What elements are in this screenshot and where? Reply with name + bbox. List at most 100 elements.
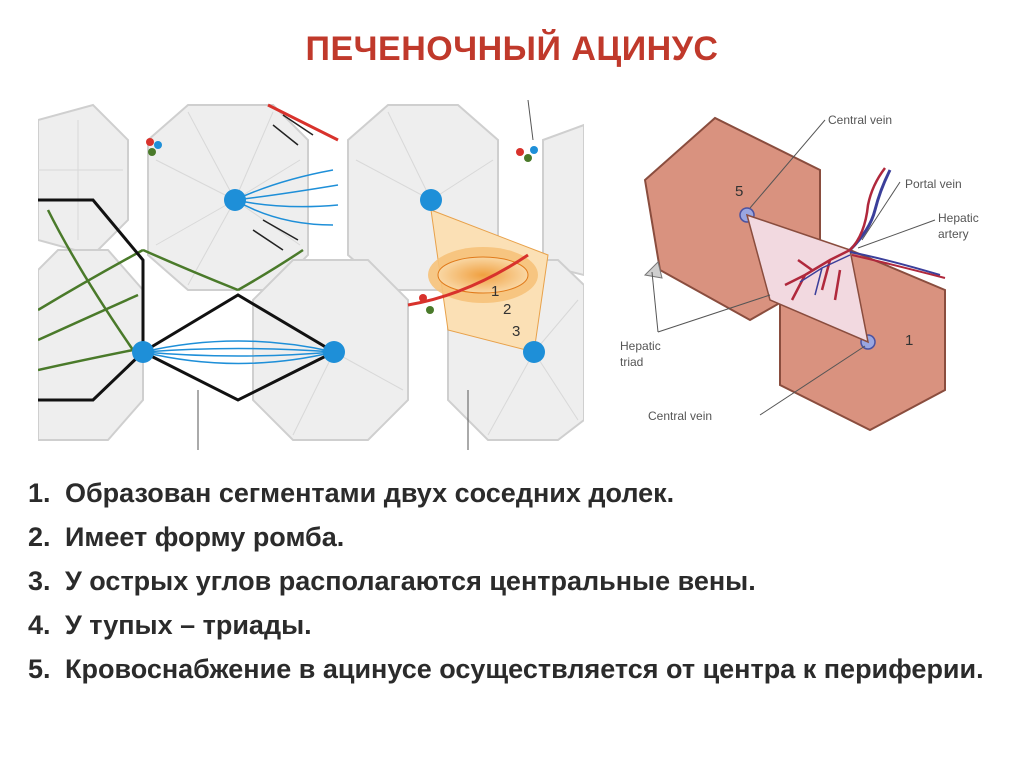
cord-line (155, 159, 236, 201)
vessel-tail (849, 251, 941, 276)
central-vein-dot (224, 189, 246, 211)
flow-arrow (262, 219, 299, 241)
hepatic-artery-path (849, 167, 886, 251)
leader-triad-1 (651, 271, 659, 333)
list-item: 4. У тупых – триады. (28, 610, 1018, 643)
central-vein-dot (132, 341, 154, 363)
cord-line (187, 111, 236, 201)
list-item-text: Кровоснабжение в ацинусе осуществляется … (65, 654, 984, 684)
triad-blue (530, 146, 538, 154)
list-item-text: У острых углов располагаются центральные… (65, 566, 756, 596)
list-item: 3. У острых углов располагаются централь… (28, 566, 1018, 599)
triad-red (146, 138, 154, 146)
lobule-hexagon (542, 123, 584, 277)
lobule-hexagon (38, 103, 129, 257)
sinusoid (142, 351, 335, 365)
bile-duct (38, 248, 144, 312)
leader-triad-2 (657, 294, 771, 333)
cord-line (333, 351, 404, 391)
label-portal-vein: Portal vein (905, 177, 962, 191)
cord-line (355, 159, 432, 201)
lobule-acinus-diagram: 1 2 3 (38, 100, 584, 450)
central-vein-dot (420, 189, 442, 211)
flow-arrows (252, 114, 314, 251)
label-hepatic-artery-1: Hepatic (938, 211, 979, 225)
acinus-vessels-blue (799, 254, 851, 296)
central-veins (132, 189, 545, 363)
triad-red (516, 148, 524, 156)
acinus-rhombus-right (745, 213, 870, 344)
label-hepatic-triad-1: Hepatic (620, 339, 661, 353)
artery-branch (407, 253, 529, 307)
acinus-vessels (784, 248, 851, 301)
arterial-branches (267, 103, 529, 307)
flow-arrow (252, 229, 284, 251)
triad-blue (154, 141, 162, 149)
acinus-features-list: 1. Образован сегментами двух соседних до… (28, 478, 1018, 700)
list-item-number: 4. (28, 610, 51, 640)
zone-label-3: 3 (512, 323, 520, 340)
list-item-text: Имеет форму ромба. (65, 522, 345, 552)
list-item-number: 1. (28, 478, 51, 508)
label-leaders (651, 119, 936, 416)
list-item-number: 2. (28, 522, 51, 552)
label-central-vein-top: Central vein (828, 113, 892, 127)
sinusoid (142, 351, 335, 357)
acinus-schematic: 5 1 Central vein Portal vein Hepatic art… (620, 113, 979, 432)
leader-line (527, 100, 534, 141)
central-vein-dot (323, 341, 345, 363)
lobule-1-number: 1 (905, 332, 913, 349)
flow-arrow (272, 124, 299, 146)
label-hepatic-artery-2: artery (938, 227, 969, 241)
list-item: 2. Имеет форму ромба. (28, 522, 1018, 555)
triad-green (524, 154, 532, 162)
cord-line (234, 111, 274, 201)
leader-hepatic-artery (857, 219, 936, 249)
cord-line (234, 159, 301, 201)
leader-lines (197, 100, 534, 450)
cord-line (487, 351, 535, 436)
hepatic-triad-shape (643, 261, 663, 279)
triad-red (419, 294, 427, 302)
cord-line (533, 351, 579, 421)
leader-portal-vein (861, 181, 901, 241)
zone-label-1: 1 (491, 283, 499, 300)
triad-marker (643, 261, 663, 279)
triad-green (426, 306, 434, 314)
vessel-tail-red (851, 254, 946, 279)
acinus-area (745, 213, 870, 344)
sinusoid (142, 347, 335, 353)
list-item: 5. Кровоснабжение в ацинусе осуществляет… (28, 654, 1018, 687)
list-item-number: 5. (28, 654, 51, 684)
bile-duct (38, 293, 139, 342)
bile-duct (237, 248, 304, 292)
cord-line (187, 199, 236, 286)
bile-duct (46, 209, 135, 351)
list-item-text: У тупых – триады. (65, 610, 312, 640)
list-item-number: 3. (28, 566, 51, 596)
cord-line (155, 199, 236, 246)
cord-line (533, 299, 579, 353)
bile-duct (38, 348, 134, 372)
hepatic-cords (38, 111, 579, 436)
cord-line (292, 351, 335, 436)
portal-vessels (848, 167, 946, 279)
triad-green (148, 148, 156, 156)
cord-line (430, 159, 494, 201)
acinus-outline-left (38, 198, 145, 402)
list-item-text: Образован сегментами двух соседних долек… (65, 478, 675, 508)
artery-branch (267, 103, 339, 142)
bile-duct (142, 248, 239, 292)
zone-1-area (437, 256, 529, 294)
slide-title: ПЕЧЕНОЧНЫЙ АЦИНУС (305, 30, 719, 68)
leader-central-vein-top (749, 119, 826, 209)
flow-arrow (282, 114, 314, 136)
label-hepatic-triad-2: triad (620, 355, 643, 369)
central-vein-dot (523, 341, 545, 363)
cord-line (387, 111, 432, 201)
list-item: 1. Образован сегментами двух соседних до… (28, 478, 1018, 511)
zone-label-2: 2 (503, 301, 511, 318)
bile-ductules (38, 209, 304, 372)
portal-triads (146, 138, 538, 314)
lobule-5-number: 5 (735, 183, 743, 200)
